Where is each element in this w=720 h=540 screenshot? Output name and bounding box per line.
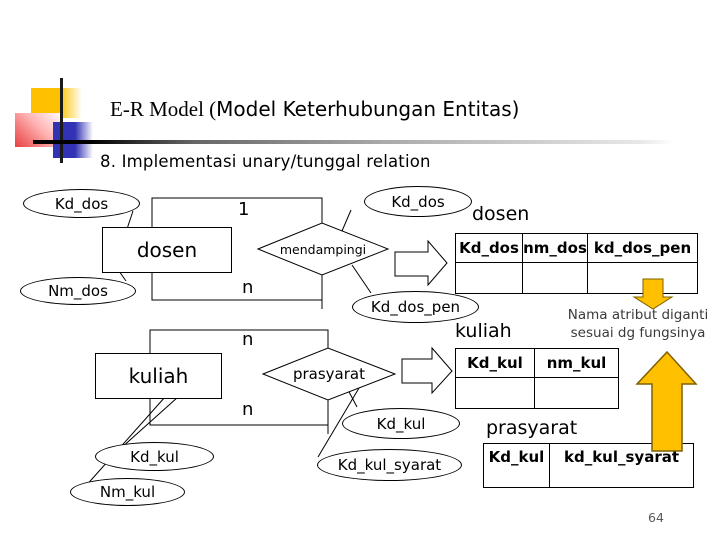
- column-header: Kd_kul: [484, 444, 550, 487]
- table-title-prasyarat: prasyarat: [486, 417, 578, 439]
- attribute-ellipse-kd-kul-2: Kd_kul: [342, 408, 460, 439]
- table-dosen: Kd_dos nm_dos kd_dos_pen: [455, 233, 698, 294]
- cardinality-n: n: [242, 399, 254, 420]
- column-header: Kd_dos: [456, 234, 523, 263]
- entity-kuliah: kuliah: [95, 353, 222, 399]
- table-title-kuliah: kuliah: [455, 320, 512, 342]
- table-kuliah: Kd_kul nm_kul: [455, 348, 619, 409]
- annotation-line: Nama atribut diganti: [567, 307, 709, 323]
- connector-kd-dos2-line: [341, 209, 352, 232]
- relation-label-mendampingi: mendampingi: [279, 241, 367, 257]
- attribute-ellipse-kd-dos-2: Kd_dos: [364, 186, 472, 217]
- column-header: nm_dos: [523, 234, 588, 263]
- block-arrow-down-icon: [632, 278, 674, 310]
- block-arrow-up-icon: [635, 350, 698, 452]
- table-title-dosen: dosen: [472, 203, 530, 225]
- entity-dosen: dosen: [102, 227, 232, 273]
- attribute-ellipse-kd-dos: Kd_dos: [23, 189, 140, 218]
- empty-cell: [456, 263, 523, 293]
- attribute-ellipse-kd-kul: Kd_kul: [95, 442, 214, 471]
- column-header: kd_dos_pen: [588, 234, 697, 263]
- prasyarat-diamond: [261, 347, 397, 401]
- page-number: 64: [648, 510, 664, 525]
- connector-kd-kul-line: [119, 396, 179, 450]
- mendampingi-diamond: [256, 222, 390, 276]
- empty-cell: [456, 378, 535, 408]
- cardinality-n: n: [242, 329, 254, 350]
- title-divider-line: [33, 140, 673, 144]
- slide-subtitle: 8. Implementasi unary/tunggal relation: [100, 152, 431, 171]
- connector-kd-kul-syarat-line: [317, 382, 363, 458]
- cardinality-1: 1: [238, 199, 250, 220]
- annotation-note: Nama atribut diganti sesuai dg fungsinya: [558, 306, 718, 342]
- connector-nm-kul-line: [83, 396, 166, 489]
- connector-kd-dos-pen-line: [351, 264, 372, 294]
- column-header: nm_kul: [535, 349, 618, 378]
- annotation-line: sesuai dg fungsinya: [570, 325, 706, 341]
- connector-kd-dos-line: [126, 210, 134, 230]
- block-arrow-right-icon: [394, 239, 448, 287]
- page-title: E-R Model (Model Keterhubungan Entitas): [110, 97, 519, 122]
- title-sans-part: Model Keterhubungan Entitas): [216, 97, 520, 121]
- block-arrow-right-icon: [401, 346, 453, 395]
- attribute-ellipse-kd-dos-pen: Kd_dos_pen: [352, 291, 479, 323]
- title-serif-part: E-R Model (: [110, 97, 217, 121]
- attribute-ellipse-nm-dos: Nm_dos: [20, 277, 136, 305]
- column-header: Kd_kul: [456, 349, 535, 378]
- deco-vertical-line: [60, 78, 63, 163]
- relation-label-prasyarat: prasyarat: [292, 365, 365, 383]
- attribute-ellipse-kd-kul-syarat: Kd_kul_syarat: [317, 449, 462, 481]
- column-header: kd_kul_syarat: [563, 448, 680, 466]
- empty-cell: [523, 263, 588, 293]
- attribute-ellipse-nm-kul: Nm_kul: [70, 478, 185, 506]
- cardinality-n: n: [242, 277, 254, 298]
